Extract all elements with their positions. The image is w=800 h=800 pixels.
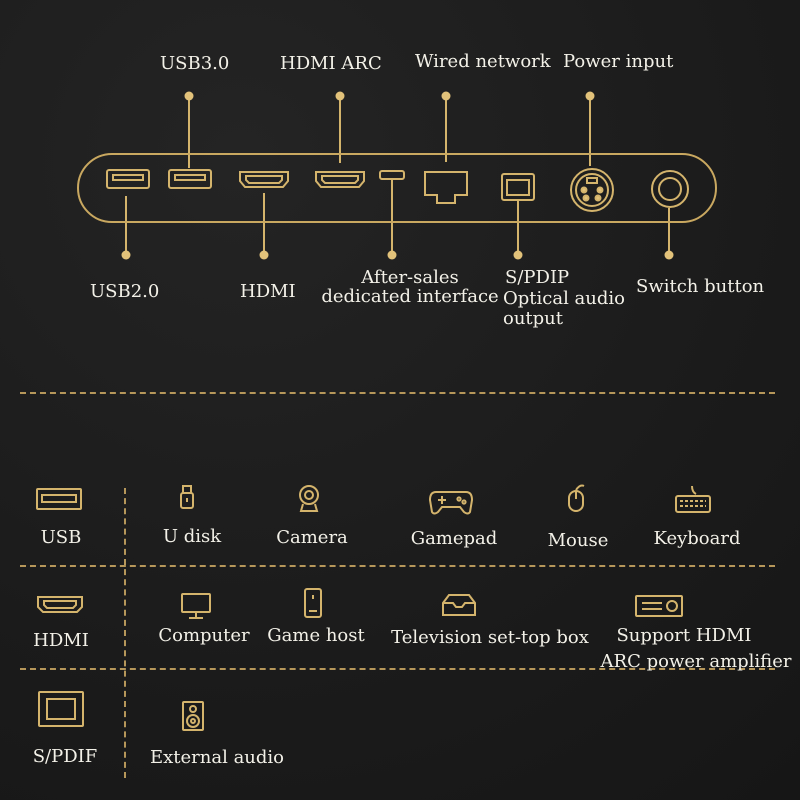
ethernet-port-icon (424, 171, 468, 204)
table-row-divider (20, 668, 775, 670)
label-spdip-2: Optical audio (503, 288, 626, 309)
hdmi-icon (37, 596, 83, 613)
device-game-host: Game host (267, 625, 365, 646)
label-usb3: USB3.0 (160, 53, 230, 74)
device-camera: Camera (276, 527, 348, 548)
label-usb2: USB2.0 (90, 281, 160, 302)
switch-button-icon (651, 170, 689, 208)
label-power-input: Power input (563, 51, 674, 72)
usb2-port-icon (106, 169, 150, 189)
row-label-hdmi: HDMI (33, 630, 89, 651)
gamepad-icon (428, 491, 474, 515)
label-spdip-1: S/PDIP (505, 267, 570, 288)
port-panel (77, 153, 717, 223)
label-hdmi-arc: HDMI ARC (280, 53, 382, 74)
label-switch-button: Switch button (636, 276, 765, 297)
row-label-usb: USB (40, 527, 82, 548)
device-set-top-box: Television set-top box (391, 627, 589, 648)
power-port-icon (570, 168, 614, 212)
device-mouse: Mouse (547, 530, 609, 551)
leader-lines (121, 91, 674, 260)
usb-icon (36, 488, 82, 510)
table-column-divider (124, 488, 126, 778)
label-after-sales-1: After-sales (361, 267, 459, 288)
hdmi-port-icon (239, 171, 289, 188)
device-computer: Computer (158, 625, 250, 646)
set-top-box-icon (442, 594, 476, 616)
device-gamepad: Gamepad (410, 528, 498, 549)
u-disk-icon (180, 485, 194, 509)
speaker-icon (182, 701, 204, 731)
label-after-sales-2: dedicated interface (321, 286, 499, 307)
spdif-icon (38, 691, 84, 727)
hdmi-arc-port-icon (315, 171, 365, 188)
device-u-disk: U disk (162, 526, 222, 547)
amplifier-icon (635, 595, 683, 617)
table-row-divider (20, 565, 775, 567)
device-hdmi-arc-amp-1: Support HDMI (616, 625, 752, 646)
device-keyboard: Keyboard (653, 528, 741, 549)
game-host-icon (304, 588, 322, 618)
usb3-port-icon (168, 169, 212, 189)
keyboard-icon (675, 485, 711, 513)
row-label-spdif: S/PDIF (32, 746, 98, 767)
optical-port-icon (501, 173, 535, 201)
computer-icon (181, 593, 211, 619)
label-hdmi: HDMI (240, 281, 296, 302)
camera-icon (299, 485, 319, 512)
mouse-icon (568, 484, 585, 512)
device-hdmi-arc-amp-2: ARC power amplifier (600, 651, 792, 672)
device-external-audio: External audio (149, 747, 285, 768)
section-divider (20, 392, 775, 394)
after-sales-port-icon (379, 170, 405, 180)
label-spdip-3: output (503, 308, 564, 329)
label-wired-network: Wired network (415, 51, 551, 72)
